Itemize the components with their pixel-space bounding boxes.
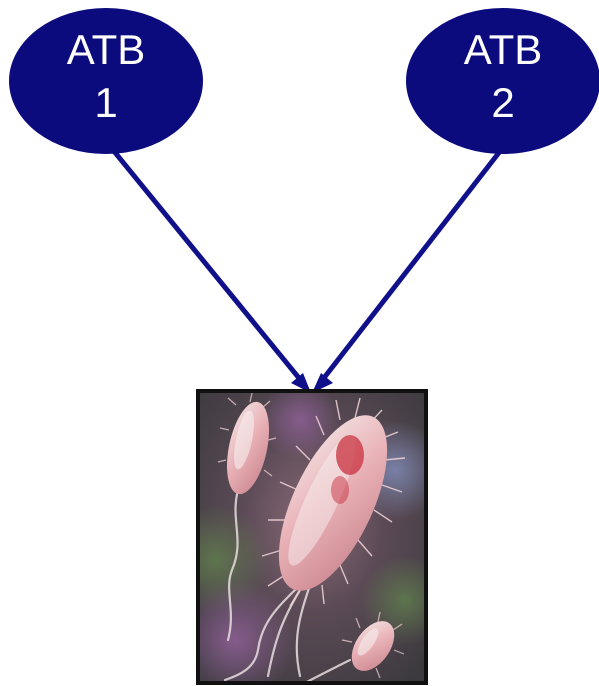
arrow-atb1-to-bacteria [113,150,311,393]
node-atb1-label-line1: ATB [67,26,146,73]
node-atb1: ATB 1 [9,8,203,154]
node-atb2-label-line2: 2 [491,79,514,126]
arrow-atb2-to-bacteria [312,150,501,393]
node-atb2-label-line1: ATB [464,26,543,73]
bacteria-image [160,380,450,686]
node-atb1-label-line2: 1 [94,79,117,126]
node-atb2: ATB 2 [406,8,599,154]
